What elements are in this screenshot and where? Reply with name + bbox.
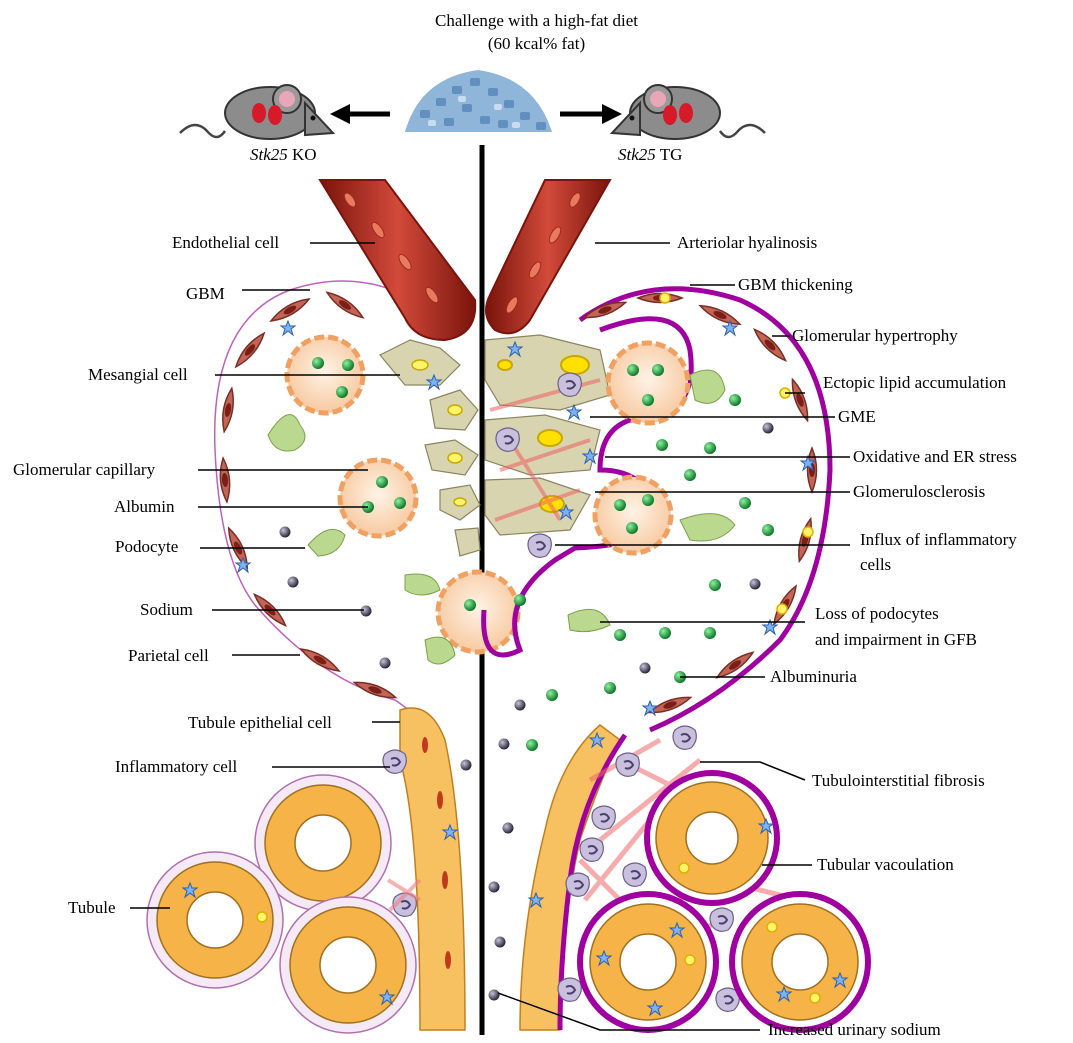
label-lipid: Ectopic lipid accumulation (823, 373, 1006, 393)
label-stress: Oxidative and ER stress (853, 447, 1017, 467)
label-sodium: Sodium (140, 600, 193, 620)
label-gbm: GBM (186, 284, 225, 304)
capillaries-right (595, 343, 688, 553)
label-capillary: Glomerular capillary (13, 460, 155, 480)
label-sclerosis: Glomerulosclerosis (853, 482, 985, 502)
label-influx-1: Influx of inflammatory (860, 530, 1017, 550)
label-loss-1: Loss of podocytes (815, 604, 939, 624)
label-albuminuria: Albuminuria (770, 667, 857, 687)
label-tubule-epithelial: Tubule epithelial cell (188, 713, 332, 733)
label-parietal: Parietal cell (128, 646, 209, 666)
label-loss-2: and impairment in GFB (815, 630, 977, 650)
label-endothelial: Endothelial cell (172, 233, 279, 253)
label-influx-2: cells (860, 555, 891, 575)
arrow-left-icon (330, 104, 390, 124)
label-hyalinosis: Arteriolar hyalinosis (677, 233, 817, 253)
label-podocyte: Podocyte (115, 537, 178, 557)
label-hypertrophy: Glomerular hypertrophy (792, 326, 958, 346)
mouse-ko-icon (180, 85, 333, 139)
arrow-right-icon (560, 104, 622, 124)
diet-pellets-icon (405, 70, 552, 132)
label-urinary-sodium: Increased urinary sodium (768, 1020, 941, 1040)
label-tubule: Tubule (68, 898, 116, 918)
label-fibrosis: Tubulointerstitial fibrosis (812, 771, 985, 791)
label-albumin: Albumin (114, 497, 174, 517)
label-vacuolation: Tubular vacoulation (817, 855, 954, 875)
label-inflammatory: Inflammatory cell (115, 757, 237, 777)
label-ko: Stk25 KO (250, 145, 317, 165)
tubules-left (147, 775, 416, 1033)
afferent-vessel-left (320, 180, 475, 340)
label-gme: GME (838, 407, 876, 427)
label-gbm-thickening: GBM thickening (738, 275, 853, 295)
label-tg: Stk25 TG (618, 145, 682, 165)
mouse-tg-icon (612, 85, 765, 139)
label-mesangial: Mesangial cell (88, 365, 188, 385)
